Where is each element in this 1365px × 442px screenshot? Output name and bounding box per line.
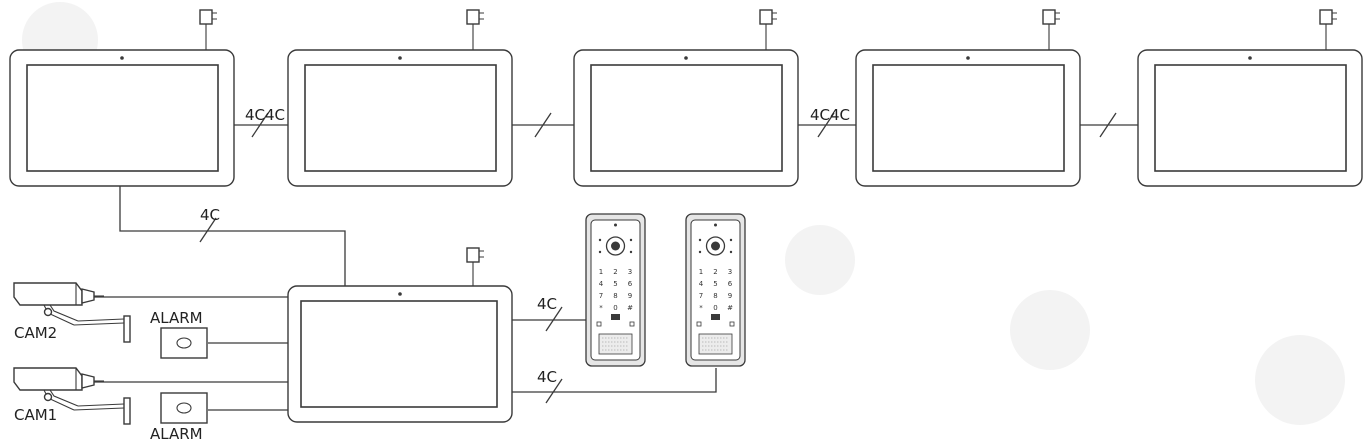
key: 3 [728, 268, 732, 276]
key: 2 [613, 268, 617, 276]
key: 2 [713, 268, 717, 276]
key: 9 [728, 292, 732, 300]
power-adapter-icon [759, 9, 777, 50]
link-label-4c: 4C [537, 295, 557, 313]
key: 0 [713, 304, 717, 312]
key: 4 [599, 280, 604, 288]
power-adapter-icon [466, 247, 484, 286]
alarm-sensor-icon [160, 392, 208, 424]
power-adapters [199, 9, 1337, 286]
speaker-grille [598, 333, 633, 355]
link-label-4c: 4C [200, 206, 220, 224]
door-panel: 1 2 3 4 5 6 7 8 9 * 0 # [685, 213, 746, 367]
key: 6 [628, 280, 633, 288]
card-reader-icon [711, 314, 720, 320]
key: # [727, 304, 733, 312]
key: 0 [613, 304, 617, 312]
key: 3 [628, 268, 632, 276]
keypad: 1 2 3 4 5 6 7 8 9 * 0 # [599, 268, 633, 312]
monitor [573, 49, 799, 187]
alarm-sensor-icon [160, 327, 208, 359]
key: 9 [628, 292, 632, 300]
key: 7 [699, 292, 703, 300]
door-panel: 1 2 3 4 5 6 7 8 9 * 0 # [585, 213, 646, 367]
key: 1 [599, 268, 603, 276]
panel-wires [512, 306, 717, 404]
key: 7 [599, 292, 603, 300]
power-adapter-icon [1042, 9, 1060, 50]
monitor [287, 49, 513, 187]
keypad: 1 2 3 4 5 6 7 8 9 * 0 # [699, 268, 733, 312]
monitor [1137, 49, 1363, 187]
master-monitor [287, 285, 513, 423]
key: 4 [699, 280, 704, 288]
key: # [627, 304, 633, 312]
key: 6 [728, 280, 733, 288]
power-adapter-icon [199, 9, 217, 50]
camera-label: CAM2 [14, 324, 57, 342]
key: 8 [713, 292, 717, 300]
cctv-camera-icon [13, 367, 131, 425]
power-adapter-icon [466, 9, 484, 50]
peripheral-wires [90, 296, 289, 411]
key: 5 [613, 280, 617, 288]
monitor [855, 49, 1081, 187]
key: 8 [613, 292, 617, 300]
link-label-4c: 4C [537, 368, 557, 386]
key: * [699, 304, 703, 312]
master-link-wire [119, 186, 346, 287]
camera-label: CAM1 [14, 406, 57, 424]
speaker-grille [698, 333, 733, 355]
key: 5 [713, 280, 717, 288]
card-reader-icon [611, 314, 620, 320]
alarm-label: ALARM [150, 309, 203, 327]
power-adapter-icon [1319, 9, 1337, 50]
monitor [9, 49, 235, 187]
key: * [599, 304, 603, 312]
top-row-wires [234, 112, 1138, 138]
key: 1 [699, 268, 703, 276]
link-label-4c4c: 4C4C [810, 106, 850, 124]
cctv-camera-icon [13, 282, 131, 343]
alarm-label: ALARM [150, 425, 203, 442]
link-label-4c4c: 4C4C [245, 106, 285, 124]
